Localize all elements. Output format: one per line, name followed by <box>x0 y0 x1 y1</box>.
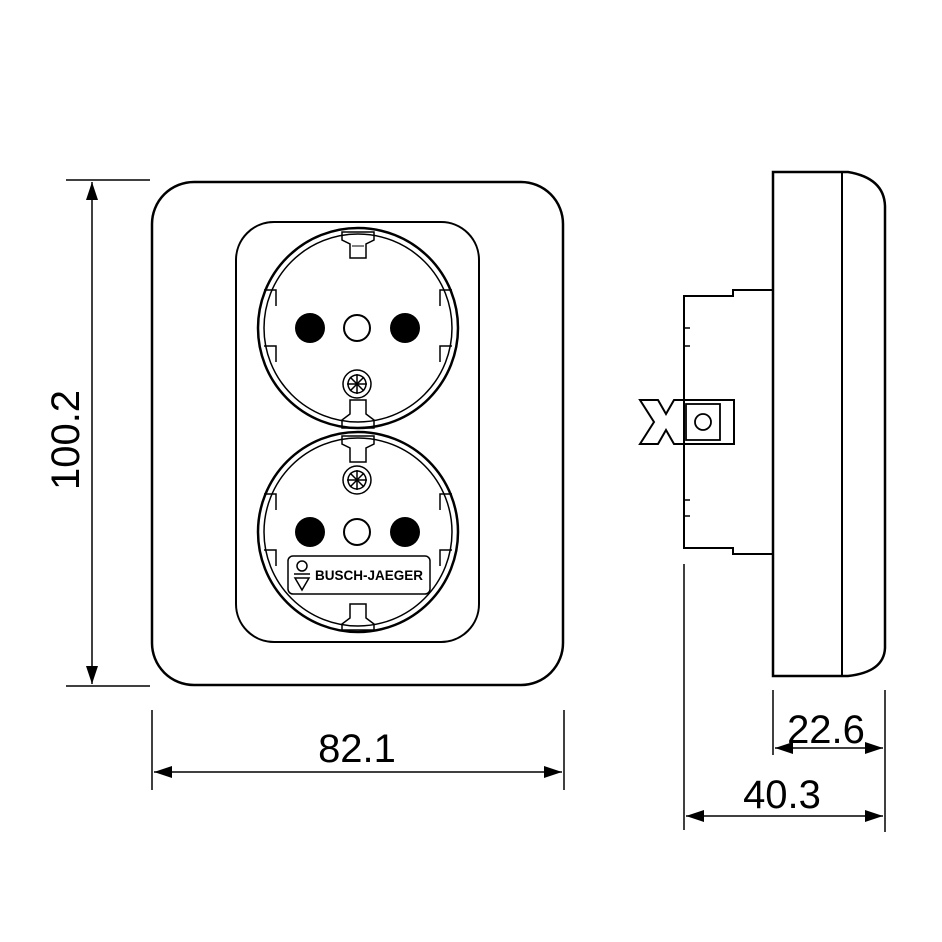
depth-front-label: 22.6 <box>787 708 865 752</box>
upper-bottom-clip <box>341 399 375 429</box>
upper-pin-left <box>295 313 325 343</box>
height-dimension <box>66 179 150 687</box>
lower-socket-ring <box>256 430 460 634</box>
lower-bottom-clip <box>341 603 375 631</box>
upper-socket <box>256 226 460 430</box>
front-view <box>150 180 565 687</box>
brand-logo-icon <box>293 560 311 592</box>
upper-top-clip <box>341 231 375 259</box>
lower-socket <box>256 430 460 634</box>
brand-label <box>287 555 431 595</box>
upper-center-hole <box>343 314 371 342</box>
lower-pin-right <box>390 517 420 547</box>
inner-frame <box>235 221 480 643</box>
upper-pin-right <box>390 313 420 343</box>
outer-frame <box>150 180 565 687</box>
lower-top-clip <box>341 435 375 463</box>
lower-socket-well <box>263 437 453 627</box>
lower-pin-left <box>295 517 325 547</box>
side-body <box>683 289 773 555</box>
side-screw <box>694 413 712 431</box>
depth-front-dimension <box>772 690 886 832</box>
height-label: 100.2 <box>44 390 88 490</box>
side-claw <box>638 399 735 445</box>
lower-center-hole <box>343 518 371 546</box>
depth-total-dimension <box>683 564 883 830</box>
brand-name: BUSCH-JAEGER <box>315 568 423 583</box>
upper-screw <box>342 369 372 399</box>
upper-socket-well <box>263 233 453 423</box>
lower-screw <box>342 465 372 495</box>
side-cover <box>771 170 887 678</box>
side-view <box>638 170 887 678</box>
width-dimension <box>151 710 565 790</box>
depth-total-label: 40.3 <box>743 773 821 817</box>
width-label: 82.1 <box>318 727 396 771</box>
side-screw-block <box>685 403 721 441</box>
